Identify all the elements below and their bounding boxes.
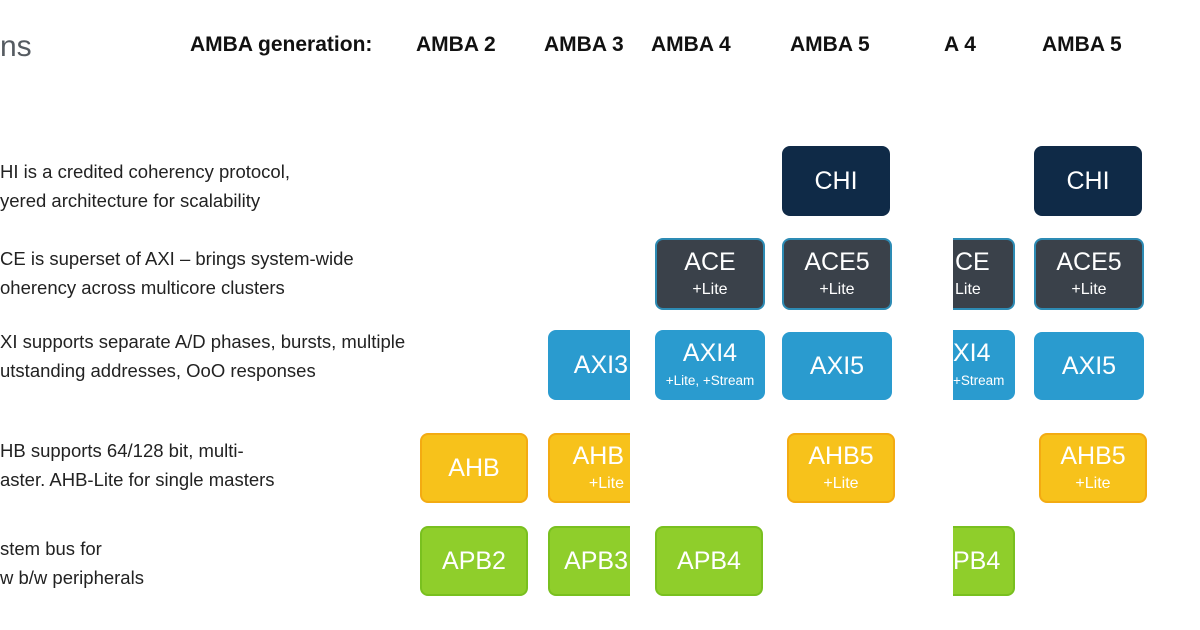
axi4-box-label: AXI4 [682,339,738,367]
description-ahb-line1: HB supports 64/128 bit, multi- [0,440,244,461]
ahb-lite-box: AHB +Lite [548,433,630,503]
apb3-box: APB3 [548,526,630,596]
ahb5-box-repeat-sublabel: +Lite [1075,475,1111,492]
column-header-amba5: AMBA 5 [790,33,870,56]
description-ace-line2: oherency across multicore clusters [0,277,285,298]
description-apb-line1: stem bus for [0,538,102,559]
description-ahb-line2: aster. AHB-Lite for single masters [0,469,275,490]
ace-box-label: ACE [684,248,736,276]
column-header-amba4-clipped: A 4 [944,33,976,56]
axi5-box-repeat: AXI5 [1034,332,1144,400]
ace5-box-repeat: ACE5 +Lite [1034,238,1144,310]
axi4-box-clipped-sublabel: +Stream [953,373,1005,388]
chi-box-repeat-label: CHI [1066,167,1110,195]
ace-box-sublabel: +Lite [692,281,728,298]
apb2-box: APB2 [420,526,528,596]
chi-box-label: CHI [814,167,858,195]
ahb-box: AHB [420,433,528,503]
ace5-box-repeat-label: ACE5 [1056,248,1122,276]
description-axi-line2: utstanding addresses, OoO responses [0,360,316,381]
description-ace-line1: CE is superset of AXI – brings system-wi… [0,248,354,269]
axi4-box-sublabel: +Lite, +Stream [665,373,755,388]
description-apb: stem bus for w b/w peripherals [0,534,144,592]
ace-box-clipped: CE Lite [953,238,1015,310]
amba-generation-label: AMBA generation: [190,33,373,56]
column-header-amba3: AMBA 3 [544,33,624,56]
description-apb-line2: w b/w peripherals [0,567,144,588]
description-axi-line1: XI supports separate A/D phases, bursts,… [0,331,406,352]
column-header-amba5-repeat: AMBA 5 [1042,33,1122,56]
ace5-box-label: ACE5 [804,248,870,276]
apb3-box-label: APB3 [564,547,628,575]
ahb-box-label: AHB [448,454,500,482]
apb4-box: APB4 [655,526,763,596]
ahb-lite-box-sublabel: +Lite [588,475,624,492]
ace5-box: ACE5 +Lite [782,238,892,310]
ahb5-box: AHB5 +Lite [787,433,895,503]
axi4-box-clipped-label: XI4 [953,339,991,367]
apb2-box-label: APB2 [442,547,506,575]
axi4-box-clipped: XI4 +Stream [953,330,1015,400]
axi5-box-repeat-label: AXI5 [1061,352,1117,380]
ace-box-clipped-label: CE [955,248,990,276]
description-axi: XI supports separate A/D phases, bursts,… [0,327,405,385]
description-chi-line1: HI is a credited coherency protocol, [0,161,290,182]
page-title-fragment: ns [0,30,32,63]
axi4-box: AXI4 +Lite, +Stream [655,330,765,400]
axi3-box: AXI3 [548,330,630,400]
description-chi: HI is a credited coherency protocol, yer… [0,157,290,215]
ahb5-box-label: AHB5 [808,442,874,470]
chi-box-repeat: CHI [1034,146,1142,216]
apb4-box-label: APB4 [677,547,741,575]
ahb5-box-repeat-label: AHB5 [1060,442,1126,470]
ahb5-box-sublabel: +Lite [823,475,859,492]
column-header-amba2: AMBA 2 [416,33,496,56]
ahb-lite-box-label: AHB [572,442,624,470]
axi5-box-label: AXI5 [809,352,865,380]
axi5-box: AXI5 [782,332,892,400]
ace5-box-repeat-sublabel: +Lite [1071,281,1107,298]
apb4-box-clipped-label: PB4 [953,547,1001,575]
ahb5-box-repeat: AHB5 +Lite [1039,433,1147,503]
ace-box-clipped-sublabel: Lite [955,281,981,298]
ace-box: ACE +Lite [655,238,765,310]
description-chi-line2: yered architecture for scalability [0,190,261,211]
column-header-amba4: AMBA 4 [651,33,731,56]
description-ahb: HB supports 64/128 bit, multi- aster. AH… [0,436,275,494]
description-ace: CE is superset of AXI – brings system-wi… [0,244,354,302]
apb4-box-clipped: PB4 [953,526,1015,596]
ace5-box-sublabel: +Lite [819,281,855,298]
axi3-box-label: AXI3 [573,351,628,379]
chi-box: CHI [782,146,890,216]
